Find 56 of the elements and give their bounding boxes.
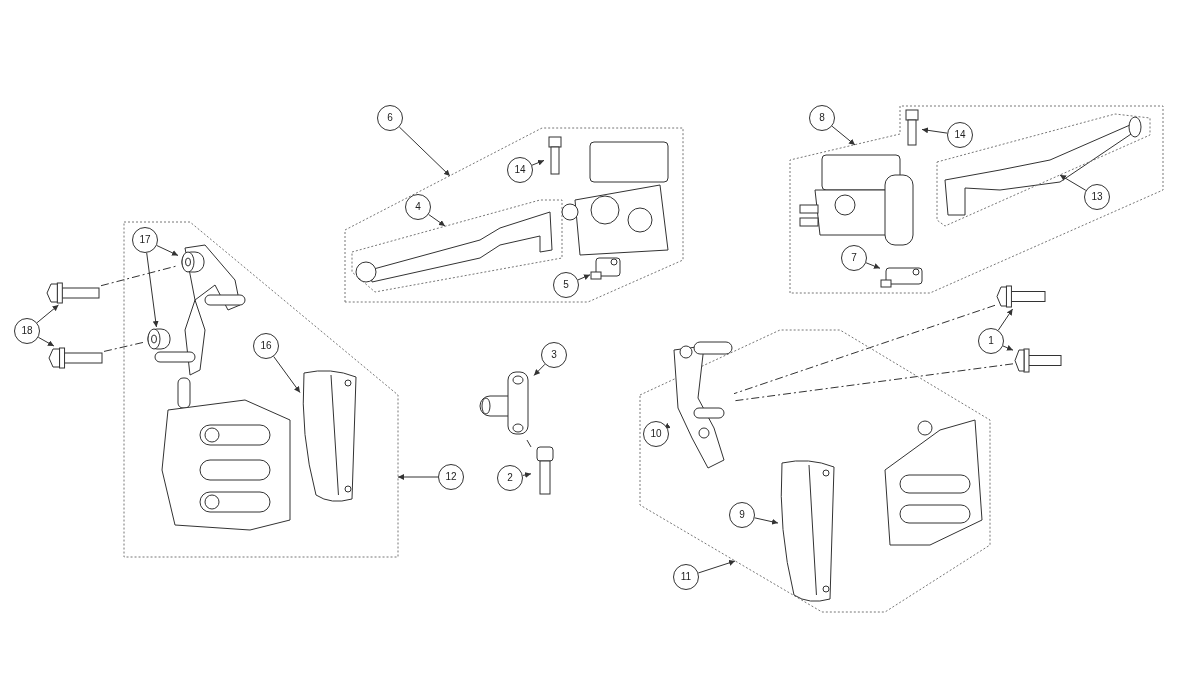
callout-number: 12 (438, 464, 464, 490)
leader-line (754, 517, 779, 525)
spacer-drawing (144, 327, 172, 351)
leader-line (273, 356, 301, 394)
switch-drawing (590, 254, 622, 282)
center-line (103, 341, 145, 352)
center-line (100, 265, 179, 287)
leader-line (831, 125, 856, 146)
callout-number: 14 (507, 157, 533, 183)
callout-number: 13 (1084, 184, 1110, 210)
callout-number: 18 (14, 318, 40, 344)
callout-number: 16 (253, 333, 279, 359)
group-outline (350, 198, 564, 294)
group-outline (122, 220, 400, 559)
leader-line (697, 560, 736, 574)
group-outline (344, 126, 685, 304)
switch-drawing (880, 264, 924, 290)
leader-line (663, 422, 671, 430)
leader-line (531, 159, 545, 166)
screw-drawing (902, 109, 922, 147)
leader-line (398, 126, 451, 177)
callout-number: 5 (553, 272, 579, 298)
group-outline (935, 112, 1152, 228)
center-line (733, 304, 996, 395)
center-line (526, 439, 532, 448)
callout-number: 14 (947, 122, 973, 148)
bolt-drawing (45, 281, 101, 305)
leader-line (533, 363, 546, 376)
callout-number: 17 (132, 227, 158, 253)
leader-line (865, 262, 881, 269)
leader-line (156, 245, 179, 256)
leader-line (522, 472, 532, 478)
callout-number: 2 (497, 465, 523, 491)
bolt-drawing (995, 284, 1047, 309)
callout-number: 10 (643, 421, 669, 447)
leader-line (36, 304, 59, 324)
callout-number: 11 (673, 564, 699, 590)
group-outline (638, 328, 992, 614)
bolt-drawing (47, 346, 104, 370)
callout-number: 7 (841, 245, 867, 271)
callout-number: 9 (729, 502, 755, 528)
bolt-drawing (1013, 347, 1063, 374)
leader-line (921, 127, 948, 134)
center-line (733, 363, 1014, 402)
callout-number: 6 (377, 105, 403, 131)
leader-line (397, 474, 439, 480)
leader-line (428, 214, 446, 227)
leader-line (997, 308, 1014, 331)
leader-line (577, 274, 591, 281)
leader-line (146, 252, 159, 328)
spacer-drawing (178, 250, 206, 274)
leader-line (1002, 345, 1014, 351)
callout-number: 4 (405, 194, 431, 220)
callout-number: 1 (978, 328, 1004, 354)
callout-number: 3 (541, 342, 567, 368)
callout-number: 8 (809, 105, 835, 131)
